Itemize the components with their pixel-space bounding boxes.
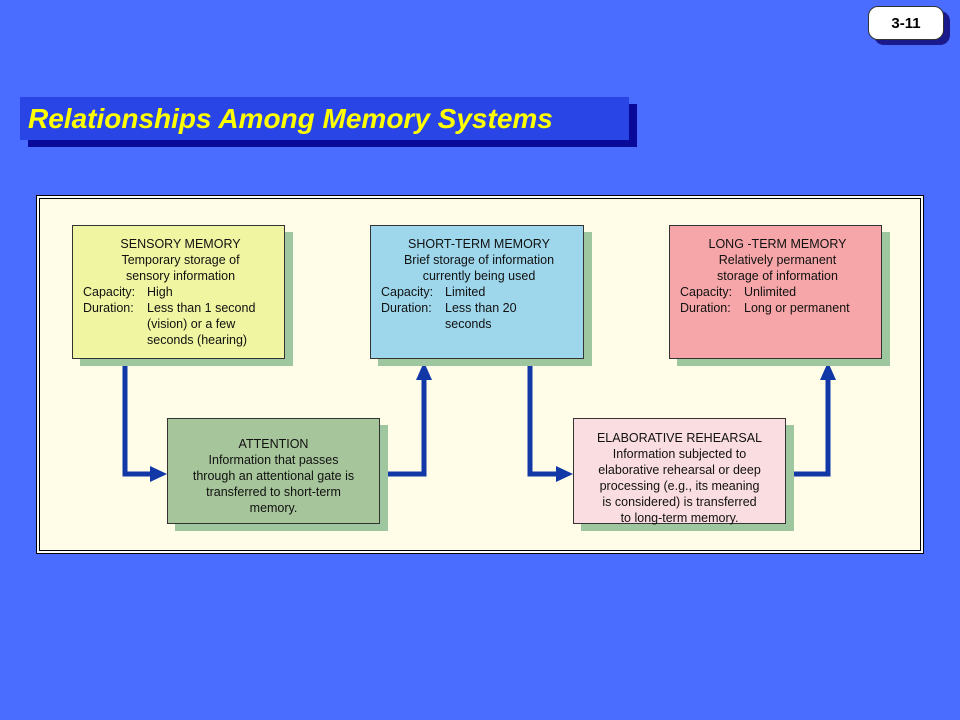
arrow-sensory-to-attention bbox=[122, 359, 152, 477]
short-term-memory-desc-1: Brief storage of information bbox=[403, 253, 555, 267]
sensory-capacity-value: High bbox=[147, 285, 173, 299]
short-term-capacity-value: Limited bbox=[445, 285, 486, 299]
sensory-memory-title: SENSORY MEMORY bbox=[120, 237, 241, 251]
sensory-duration-label: Duration: bbox=[83, 301, 134, 315]
long-term-memory-desc-1: Relatively permanent bbox=[718, 253, 837, 267]
arrow-attention-to-short-term bbox=[380, 378, 427, 477]
elaborative-rehearsal-desc-1: Information subjected to bbox=[612, 447, 747, 461]
sensory-capacity-label: Capacity: bbox=[83, 285, 136, 299]
long-term-memory-box: LONG -TERM MEMORY Relatively permanent s… bbox=[669, 225, 882, 359]
long-term-memory-desc-2: storage of information bbox=[717, 269, 838, 283]
page-title: Relationships Among Memory Systems bbox=[20, 97, 629, 140]
long-term-duration-label: Duration: bbox=[680, 301, 731, 315]
short-term-memory-desc-2: currently being used bbox=[422, 269, 536, 283]
short-term-duration-value-2: seconds bbox=[445, 317, 492, 331]
arrowhead-elaborative bbox=[556, 466, 573, 482]
long-term-capacity-label: Capacity: bbox=[680, 285, 733, 299]
arrow-elaborative-to-long-term bbox=[786, 378, 831, 477]
arrow-short-term-to-elaborative bbox=[527, 359, 558, 477]
attention-title: ATTENTION bbox=[238, 437, 309, 451]
elaborative-rehearsal-desc-3: processing (e.g., its meaning bbox=[599, 479, 760, 493]
short-term-capacity-label: Capacity: bbox=[381, 285, 434, 299]
sensory-memory-desc-2: sensory information bbox=[125, 269, 236, 283]
elaborative-rehearsal-desc-4: is considered) is transferred bbox=[602, 495, 757, 509]
arrowhead-short-term bbox=[416, 362, 432, 380]
arrowhead-long-term bbox=[820, 362, 836, 380]
long-term-duration-value-1: Long or permanent bbox=[744, 301, 850, 315]
attention-desc-2: through an attentional gate is bbox=[192, 469, 355, 483]
slide-number: 3-11 bbox=[868, 6, 944, 40]
attention-desc-3: transferred to short-term bbox=[206, 485, 341, 499]
sensory-duration-value-1: Less than 1 second bbox=[147, 301, 256, 315]
short-term-duration-label: Duration: bbox=[381, 301, 432, 315]
short-term-memory-box: SHORT-TERM MEMORY Brief storage of infor… bbox=[370, 225, 584, 359]
attention-box: ATTENTION Information that passes throug… bbox=[167, 418, 380, 524]
sensory-duration-value-3: seconds (hearing) bbox=[147, 333, 248, 347]
long-term-capacity-value: Unlimited bbox=[744, 285, 797, 299]
attention-desc-1: Information that passes bbox=[208, 453, 339, 467]
sensory-memory-box: SENSORY MEMORY Temporary storage of sens… bbox=[72, 225, 285, 359]
long-term-memory-title: LONG -TERM MEMORY bbox=[708, 237, 847, 251]
sensory-duration-value-2: (vision) or a few bbox=[147, 317, 236, 331]
short-term-memory-title: SHORT-TERM MEMORY bbox=[408, 237, 550, 251]
elaborative-rehearsal-desc-5: to long-term memory. bbox=[620, 511, 739, 525]
elaborative-rehearsal-desc-2: elaborative rehearsal or deep bbox=[598, 463, 761, 477]
sensory-memory-desc-1: Temporary storage of bbox=[121, 253, 240, 267]
attention-desc-4: memory. bbox=[249, 501, 298, 515]
elaborative-rehearsal-title: ELABORATIVE REHEARSAL bbox=[596, 431, 763, 445]
short-term-duration-value-1: Less than 20 bbox=[445, 301, 517, 315]
arrowhead-attention bbox=[150, 466, 167, 482]
elaborative-rehearsal-box: ELABORATIVE REHEARSAL Information subjec… bbox=[573, 418, 786, 525]
